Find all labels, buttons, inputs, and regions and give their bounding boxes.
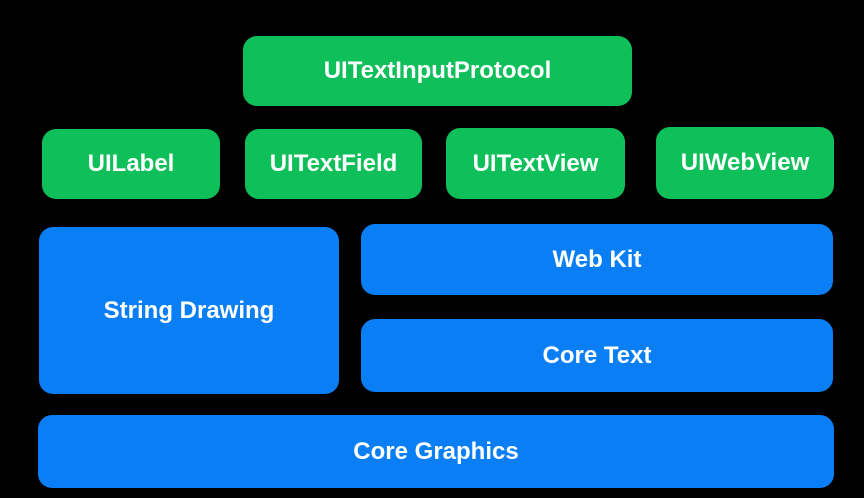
core-graphics-box: Core Graphics <box>38 415 834 488</box>
core-graphics-label: Core Graphics <box>353 437 519 465</box>
uitextinputprotocol-label: UITextInputProtocol <box>323 57 552 84</box>
uitextfield-label: UITextField <box>269 150 398 177</box>
uitextfield-box: UITextField <box>245 129 422 199</box>
uilabel-label: UILabel <box>87 150 175 177</box>
web-kit-box: Web Kit <box>361 224 833 295</box>
core-text-label: Core Text <box>542 341 652 369</box>
uiwebview-label: UIWebView <box>680 149 810 176</box>
string-drawing-box: String Drawing <box>39 227 339 394</box>
uitextview-box: UITextView <box>446 128 625 199</box>
web-kit-label: Web Kit <box>552 245 642 273</box>
uitextinputprotocol-box: UITextInputProtocol <box>243 36 632 106</box>
uiwebview-box: UIWebView <box>656 127 834 199</box>
string-drawing-label: String Drawing <box>103 296 275 324</box>
core-text-box: Core Text <box>361 319 833 392</box>
uitextview-label: UITextView <box>472 149 599 177</box>
uilabel-box: UILabel <box>42 129 220 199</box>
